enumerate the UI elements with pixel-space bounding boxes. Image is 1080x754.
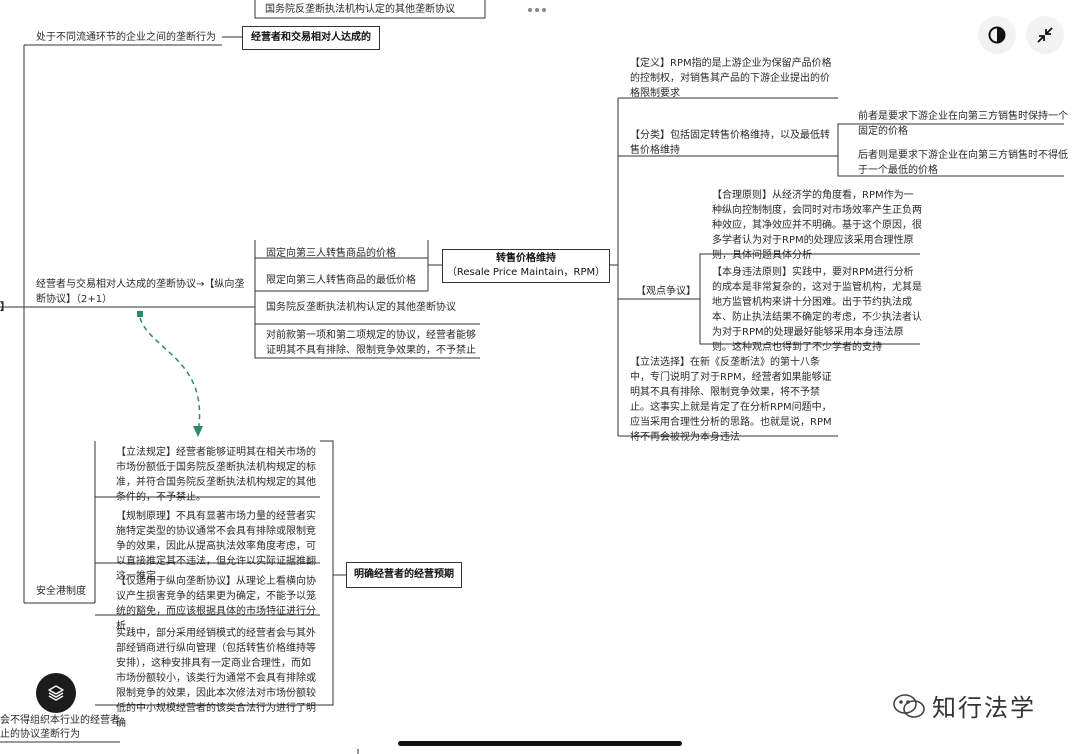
node-bottom-left-1[interactable]: 会不得组织本行业的经营者 — [0, 715, 120, 726]
rpm-subtitle: （Resale Price Maintain，RPM） — [446, 267, 606, 278]
box-rpm[interactable]: 转售价格维持 （Resale Price Maintain，RPM） — [442, 249, 610, 283]
layers-icon — [48, 685, 64, 701]
node-class-min[interactable]: 后者则是要求下游企业在向第三方销售时不得低于一个最低的价格 — [858, 150, 1068, 176]
node-vertical-agreement[interactable]: 经营者与交易相对人达成的垄断协议→【纵向垄断协议】（2+1） — [36, 279, 245, 305]
box-business-expectation[interactable]: 明确经营者的经营预期 — [346, 562, 462, 588]
more-dots-icon[interactable] — [528, 4, 552, 16]
node-sh-vertical-only[interactable]: 【仅适用于纵向垄断协议】从理论上看横向协议产生损害竞争的结果更为确定，不能予以笼… — [116, 576, 316, 632]
node-exemption[interactable]: 对前款第一项和第二项规定的协议，经营者能够证明其不具有排除、限制竞争效果的，不予… — [266, 330, 476, 356]
node-fixed-price[interactable]: 固定向第三人转售商品的价格 — [266, 248, 396, 259]
box-counterparty[interactable]: 经营者和交易相对人达成的 — [242, 26, 380, 50]
node-reason-rule[interactable]: 【合理原则】从经济学的角度看，RPM作为一种纵向控制制度，会同时对市场效率产生正… — [712, 190, 922, 261]
contrast-icon — [988, 26, 1006, 44]
node-rpm-classification[interactable]: 【分类】包括固定转售价格维持，以及最低转售价格维持 — [630, 130, 830, 156]
home-indicator[interactable] — [398, 741, 682, 746]
contrast-button[interactable] — [978, 16, 1016, 54]
node-safe-harbor[interactable]: 安全港制度 — [36, 586, 86, 597]
left-edge-bracket: 】 — [0, 302, 10, 313]
node-sh-practice[interactable]: 实践中，部分采用经销模式的经营者会与其外部经销商进行纵向管理（包括转售价格维持等… — [116, 628, 316, 729]
node-non-circulation[interactable]: 处于不同流通环节的企业之间的垄断行为 — [36, 32, 216, 43]
node-rpm-definition[interactable]: 【定义】RPM指的是上游企业为保留产品价格的控制权，对销售其产品的下游企业提出的… — [630, 58, 832, 99]
watermark-text: 知行法学 — [932, 694, 1036, 722]
node-sh-principle[interactable]: 【规制原理】不具有显著市场力量的经营者实施特定类型的协议通常不会具有排除或限制竞… — [116, 511, 316, 582]
layers-button[interactable] — [36, 673, 76, 713]
collapse-button[interactable] — [1026, 16, 1064, 54]
wechat-icon — [893, 693, 925, 718]
node-sh-legislation[interactable]: 【立法规定】经营者能够证明其在相关市场的市场份额低于国务院反垄断执法机构规定的标… — [116, 447, 316, 503]
node-dispute[interactable]: 【观点争议】 — [636, 286, 696, 297]
node-top-other-agreement[interactable]: 国务院反垄断执法机构认定的其他垄断协议 — [265, 4, 455, 15]
node-min-price[interactable]: 限定向第三人转售商品的最低价格 — [266, 275, 416, 286]
node-legislative-choice[interactable]: 【立法选择】在新《反垄断法》的第十八条中，专门说明了对于RPM，经营者如果能够证… — [630, 357, 832, 443]
node-per-se-rule[interactable]: 【本身违法原则】实践中，要对RPM进行分析的成本是非常复杂的，这对于监管机构，尤… — [712, 267, 922, 353]
node-other-agreement[interactable]: 国务院反垄断执法机构认定的其他垄断协议 — [266, 302, 456, 313]
collapse-icon — [1037, 27, 1053, 43]
node-bottom-left-2[interactable]: 止的协议垄断行为 — [0, 729, 80, 740]
watermark: 知行法学 — [892, 688, 1036, 723]
node-class-fixed[interactable]: 前者是要求下游企业在向第三方销售时保持一个固定的价格 — [858, 111, 1068, 137]
rpm-title: 转售价格维持 — [496, 253, 556, 264]
